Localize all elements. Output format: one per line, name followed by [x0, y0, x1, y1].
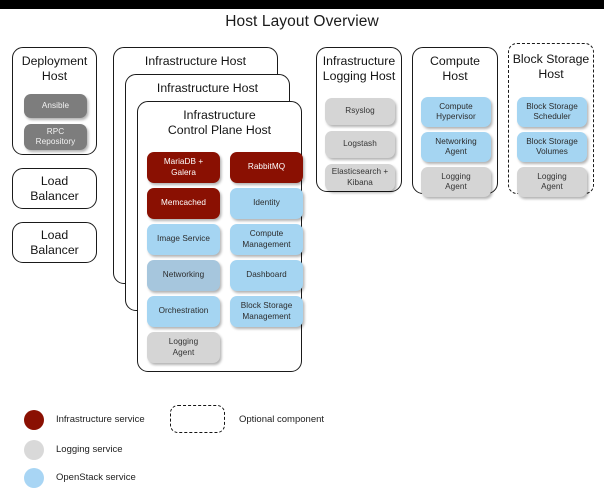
service-logstash[interactable]: Logstash [325, 131, 395, 158]
legend-swatch-openstack-service [24, 468, 44, 488]
service-logging-agent-control-plane-label-line1: Logging [168, 337, 199, 346]
host-block-storage-title-line1: Block Storage [512, 52, 590, 66]
service-identity[interactable]: Identity [230, 188, 303, 219]
service-rsyslog-label: Rsyslog [345, 106, 375, 116]
service-compute-management[interactable]: Compute Management [230, 224, 303, 255]
service-compute-hypervisor-label-line1: Compute [439, 101, 473, 111]
service-logging-agent-block-storage-label-line1: Logging [537, 171, 567, 181]
service-rpc-repository-label-line2: Repository [35, 137, 76, 146]
service-elasticsearch-kibana-label-line2: Kibana [347, 177, 373, 187]
host-deployment-title: Deployment Host [13, 48, 96, 84]
service-block-storage-volumes-label-line1: Block Storage [526, 136, 578, 146]
page-title: Host Layout Overview [225, 13, 379, 30]
service-mariadb-galera-label-line1: MariaDB + [163, 157, 204, 166]
service-block-storage-scheduler-label-line2: Scheduler [533, 112, 571, 121]
service-block-storage-volumes-label-line2: Volumes [536, 147, 568, 156]
host-infrastructure-control-plane-title-line2: Control Plane Host [167, 123, 272, 137]
host-load-balancer-2-title-line1: Load [40, 228, 69, 242]
legend-label-logging-service: Logging service [56, 444, 123, 455]
service-memcached[interactable]: Memcached [147, 188, 220, 219]
service-memcached-label: Memcached [160, 198, 207, 208]
service-image-service-label: Image Service [157, 234, 210, 244]
host-load-balancer-1-title-line2: Balancer [30, 189, 79, 203]
legend-swatch-optional-component [170, 405, 225, 433]
service-orchestration-label: Orchestration [158, 306, 209, 316]
host-compute-title-line1: Compute [430, 54, 480, 68]
host-infrastructure-logging-title: Infrastructure Logging Host [317, 48, 401, 84]
legend-label-openstack-service: OpenStack service [56, 472, 136, 483]
service-networking[interactable]: Networking [147, 260, 220, 291]
service-compute-management-label-line1: Compute [249, 229, 284, 238]
host-load-balancer-2[interactable]: Load Balancer [12, 222, 97, 263]
service-logging-agent-control-plane[interactable]: Logging Agent [147, 332, 220, 363]
host-infrastructure-control-plane-title-line1: Infrastructure [183, 108, 256, 122]
service-image-service[interactable]: Image Service [147, 224, 220, 255]
service-logging-agent-compute-label-line1: Logging [441, 171, 471, 181]
service-compute-management-label-line2: Management [242, 239, 291, 249]
host-infrastructure-control-plane[interactable]: Infrastructure Control Plane Host MariaD… [137, 101, 303, 372]
host-load-balancer-1-title-line1: Load [40, 174, 69, 188]
top-black-bar [0, 0, 604, 9]
host-infrastructure-outer-title: Infrastructure Host [144, 54, 247, 68]
legend-swatch-infrastructure-service [24, 410, 44, 430]
legend-label-infrastructure-service: Infrastructure service [56, 414, 145, 425]
host-infrastructure-logging-title-line2: Logging Host [322, 69, 396, 83]
host-load-balancer-1-title: Load Balancer [13, 169, 96, 204]
service-logstash-label: Logstash [343, 139, 377, 149]
host-deployment[interactable]: Deployment Host Ansible RPC Repository [12, 47, 97, 155]
host-load-balancer-1[interactable]: Load Balancer [12, 168, 97, 209]
service-networking-agent[interactable]: Networking Agent [421, 132, 491, 162]
host-block-storage-title: Block Storage Host [509, 44, 593, 82]
service-logging-agent-block-storage-label-line2: Agent [541, 182, 563, 191]
service-dashboard-label: Dashboard [246, 270, 287, 280]
service-rpc-repository-label-line1: RPC [46, 126, 65, 136]
host-deployment-title-line1: Deployment [21, 54, 88, 68]
service-block-storage-scheduler[interactable]: Block Storage Scheduler [517, 97, 587, 127]
service-block-storage-management[interactable]: Block Storage Management [230, 296, 303, 327]
service-mariadb-galera-label-line2: Galera [171, 167, 196, 177]
service-block-storage-scheduler-label-line1: Block Storage [526, 101, 578, 111]
service-logging-agent-control-plane-label-line2: Agent [172, 347, 195, 357]
service-rpc-repository[interactable]: RPC Repository [24, 124, 87, 150]
service-block-storage-management-label-line2: Management [242, 311, 291, 321]
host-infrastructure-control-plane-title: Infrastructure Control Plane Host [138, 102, 301, 138]
service-block-storage-volumes[interactable]: Block Storage Volumes [517, 132, 587, 162]
service-compute-hypervisor[interactable]: Compute Hypervisor [421, 97, 491, 127]
service-networking-agent-label-line2: Agent [445, 147, 467, 156]
service-compute-hypervisor-label-line2: Hypervisor [436, 112, 476, 121]
service-logging-agent-compute-label-line2: Agent [445, 182, 467, 191]
host-block-storage[interactable]: Block Storage Host Block Storage Schedul… [508, 43, 594, 197]
service-logging-agent-block-storage[interactable]: Logging Agent [517, 167, 587, 197]
service-ansible[interactable]: Ansible [24, 94, 87, 118]
legend-swatch-logging-service [24, 440, 44, 460]
host-infrastructure-logging[interactable]: Infrastructure Logging Host Rsyslog Logs… [316, 47, 402, 192]
host-infrastructure-middle-title: Infrastructure Host [156, 81, 259, 95]
host-load-balancer-2-title: Load Balancer [13, 223, 96, 258]
service-ansible-label: Ansible [41, 100, 70, 110]
host-block-storage-title-line2: Host [538, 67, 564, 81]
host-load-balancer-2-title-line2: Balancer [30, 243, 79, 257]
service-elasticsearch-kibana[interactable]: Elasticsearch + Kibana [325, 164, 395, 191]
host-compute-title-line2: Host [442, 69, 468, 83]
host-deployment-title-line2: Host [41, 69, 68, 83]
service-networking-label: Networking [162, 270, 205, 280]
host-compute-title: Compute Host [413, 48, 497, 84]
service-dashboard[interactable]: Dashboard [230, 260, 303, 291]
host-infrastructure-logging-title-line1: Infrastructure [322, 54, 396, 68]
service-rabbitmq[interactable]: RabbitMQ [230, 152, 303, 183]
host-compute[interactable]: Compute Host Compute Hypervisor Networki… [412, 47, 498, 197]
service-block-storage-management-label-line1: Block Storage [240, 301, 293, 310]
legend-label-optional-component: Optional component [239, 414, 325, 425]
service-identity-label: Identity [253, 198, 280, 208]
service-networking-agent-label-line1: Networking [435, 136, 477, 146]
service-rabbitmq-label: RabbitMQ [247, 162, 286, 172]
service-orchestration[interactable]: Orchestration [147, 296, 220, 327]
service-mariadb-galera[interactable]: MariaDB + Galera [147, 152, 220, 183]
service-elasticsearch-kibana-label-line1: Elasticsearch + [331, 167, 389, 176]
service-logging-agent-compute[interactable]: Logging Agent [421, 167, 491, 197]
service-rsyslog[interactable]: Rsyslog [325, 98, 395, 125]
